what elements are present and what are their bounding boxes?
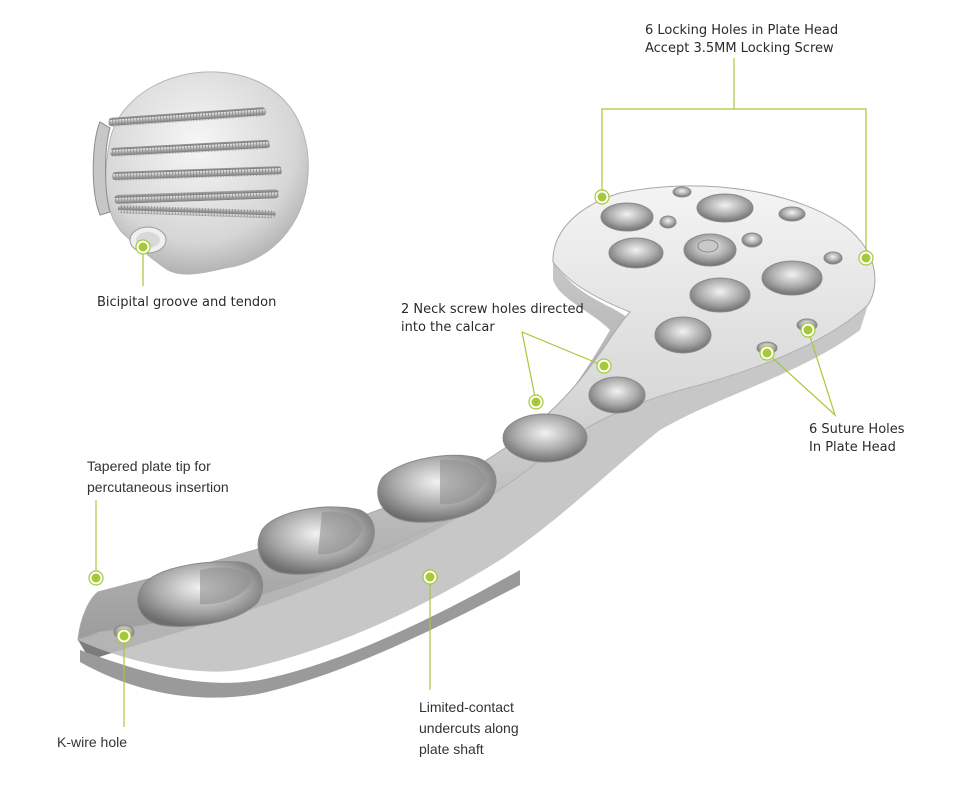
label-undercuts: Limited-contact undercuts along plate sh…: [419, 697, 519, 760]
callout-dot: [88, 570, 104, 586]
label-line: 6 Locking Holes in Plate Head: [645, 23, 839, 38]
shaft-slot: [137, 561, 263, 627]
label-line: percutaneous insertion: [87, 479, 229, 495]
label-locking-holes: 6 Locking Holes in Plate Head Accept 3.5…: [645, 22, 838, 58]
label-tapered-tip: Tapered plate tip for percutaneous inser…: [87, 456, 229, 498]
callout-dot: [528, 394, 544, 410]
callout-dot: [422, 569, 438, 585]
callout-dots: [88, 189, 874, 644]
label-line: Limited-contact: [419, 699, 514, 715]
callout-dot: [759, 345, 775, 361]
callout-dot: [135, 239, 151, 255]
humeral-head-inset: [92, 71, 309, 275]
label-line: Bicipital groove and tendon: [97, 295, 277, 310]
label-kwire-hole: K-wire hole: [57, 732, 127, 753]
label-line: K-wire hole: [57, 734, 128, 750]
label-line: In Plate Head: [809, 440, 896, 455]
label-line: Accept 3.5MM Locking Screw: [645, 41, 834, 56]
label-line: plate shaft: [419, 741, 484, 757]
callout-dot: [858, 250, 874, 266]
callout-dot: [594, 189, 610, 205]
locking-plate: [77, 185, 876, 698]
callout-dot: [596, 358, 612, 374]
label-line: into the calcar: [401, 320, 495, 335]
shaft-slot: [377, 454, 497, 523]
label-line: undercuts along: [419, 720, 519, 736]
callout-dot: [116, 628, 132, 644]
callout-dot: [800, 322, 816, 338]
label-line: 2 Neck screw holes directed: [401, 302, 584, 317]
label-suture-holes: 6 Suture Holes In Plate Head: [809, 421, 905, 457]
shaft-slot: [257, 506, 375, 575]
callout-lines: [95, 58, 867, 727]
label-line: 6 Suture Holes: [809, 422, 905, 437]
label-neck-screw-holes: 2 Neck screw holes directed into the cal…: [401, 301, 584, 337]
label-line: Tapered plate tip for: [87, 458, 211, 474]
label-bicipital-groove: Bicipital groove and tendon: [97, 294, 276, 312]
